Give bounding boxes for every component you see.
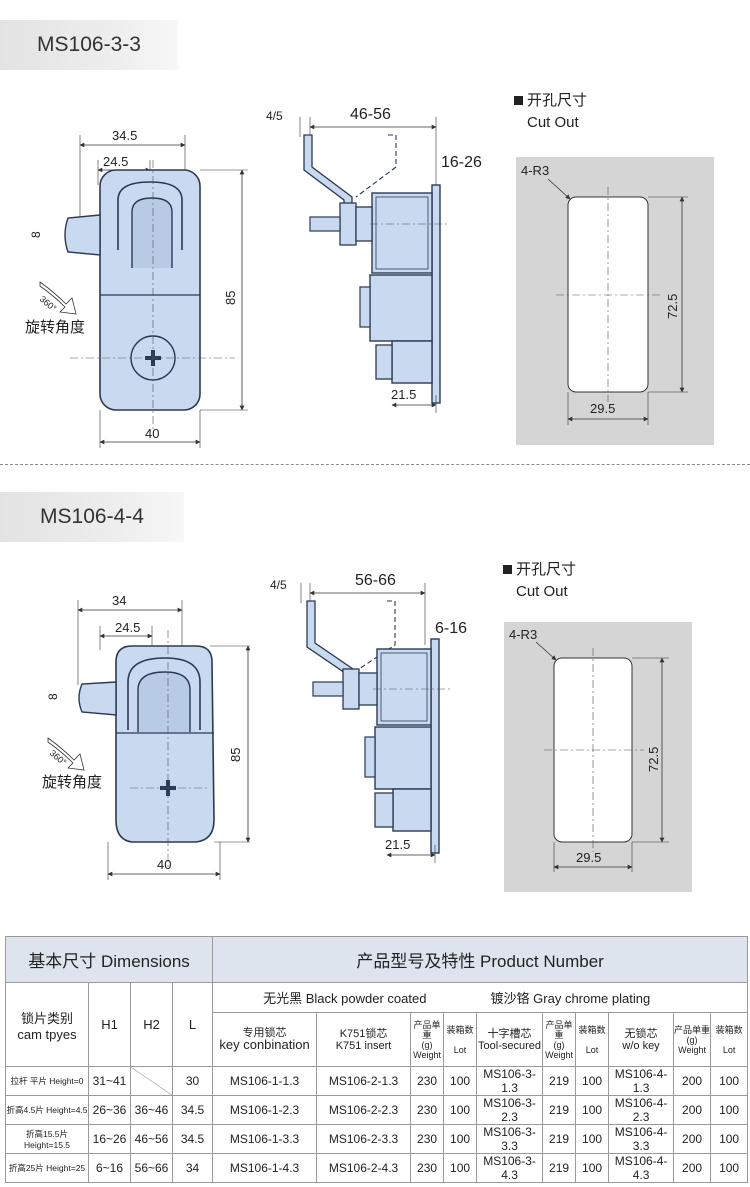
cutout-2-height: 72.5 bbox=[646, 747, 661, 772]
front-2-height: 85 bbox=[228, 748, 243, 762]
cam-type-header: 锁片类别 cam tpyes bbox=[5, 982, 89, 1067]
cutout-1-radius: 4-R3 bbox=[521, 163, 549, 178]
cutout-1-height: 72.5 bbox=[665, 294, 680, 319]
side-1-range-side: 16-26 bbox=[441, 154, 482, 171]
black-header: 无光黑 Black powder coated bbox=[212, 982, 477, 1013]
side-2-tab: 4/5 bbox=[270, 578, 287, 592]
cutout-title-en-1: Cut Out bbox=[527, 114, 579, 131]
side-1-range-top: 46-56 bbox=[350, 106, 391, 123]
cutout-1: 4-R3 72.5 29.5 bbox=[516, 157, 714, 445]
cutout-title-cn-1: 开孔尺寸 bbox=[527, 92, 588, 109]
side-view-2: 4/5 56-66 6-16 21.5 bbox=[270, 572, 467, 863]
cutout-title-1: 开孔尺寸 Cut Out bbox=[514, 90, 587, 134]
cutout-2-width: 29.5 bbox=[576, 850, 601, 865]
front-1-w-inner: 24.5 bbox=[103, 154, 128, 169]
front-view-1: 34.5 24.5 8 85 40 360° 旋转角度 bbox=[25, 128, 248, 448]
front-1-w-top: 34.5 bbox=[112, 128, 137, 143]
cutout-1-width: 29.5 bbox=[590, 401, 615, 416]
front-1-width: 40 bbox=[145, 426, 159, 441]
cam-type-cn: 锁片类别 bbox=[20, 1010, 73, 1026]
front-1-stem: 8 bbox=[29, 231, 43, 238]
h1-header: H1 bbox=[88, 982, 131, 1067]
spec-table: 基本尺寸 Dimensions 产品型号及特性 Product Number 锁… bbox=[4, 936, 749, 1183]
section-title-2: MS106-4-4 bbox=[0, 492, 184, 542]
cutout-title-2: 开孔尺寸 Cut Out bbox=[503, 559, 576, 603]
side-2-depth: 21.5 bbox=[385, 837, 410, 852]
h2-header: H2 bbox=[130, 982, 173, 1067]
section-title-1: MS106-3-3 bbox=[0, 20, 178, 70]
side-view-1: 4/5 46-56 16-26 21.5 bbox=[266, 106, 482, 413]
cutout-2-radius: 4-R3 bbox=[509, 627, 537, 642]
cutout-title-en-2: Cut Out bbox=[516, 583, 568, 600]
cam-type-en: cam tpyes bbox=[17, 1026, 77, 1042]
square-bullet-icon bbox=[514, 96, 523, 105]
side-2-range-side: 6-16 bbox=[435, 620, 467, 637]
front-2-rotation: 360° bbox=[48, 748, 69, 768]
weight-col-header-2: 产品单重(g)Weight bbox=[542, 1012, 577, 1067]
front-2-rotation-label: 旋转角度 bbox=[42, 774, 102, 791]
front-1-height: 85 bbox=[223, 291, 238, 305]
front-2-w-top: 34 bbox=[112, 593, 126, 608]
front-2-width: 40 bbox=[157, 857, 171, 872]
weight-col-header-3: 产品单重(g)Weight bbox=[673, 1012, 712, 1067]
front-1-rotation-label: 旋转角度 bbox=[25, 319, 85, 336]
side-1-depth: 21.5 bbox=[391, 387, 416, 402]
dims-header: 基本尺寸 Dimensions bbox=[4, 936, 214, 983]
l-header: L bbox=[171, 982, 214, 1067]
weight-col-header-1: 产品单重(g)Weight bbox=[410, 1012, 445, 1067]
side-2-range-top: 56-66 bbox=[355, 572, 396, 589]
cutout-title-cn-2: 开孔尺寸 bbox=[516, 561, 577, 578]
side-1-tab: 4/5 bbox=[266, 109, 283, 123]
front-view-2: 34 24.5 8 85 40 360° 旋转角度 bbox=[42, 593, 250, 880]
chrome-header: 镀沙铬 Gray chrome plating bbox=[476, 982, 749, 1013]
front-2-stem: 8 bbox=[46, 693, 60, 700]
square-bullet-icon bbox=[503, 565, 512, 574]
empty-diagonal-cell bbox=[130, 1066, 173, 1096]
section-divider bbox=[0, 464, 750, 465]
product-header: 产品型号及特性 Product Number bbox=[212, 936, 749, 983]
front-2-w-inner: 24.5 bbox=[115, 620, 140, 635]
cutout-2: 4-R3 72.5 29.5 bbox=[504, 622, 692, 892]
